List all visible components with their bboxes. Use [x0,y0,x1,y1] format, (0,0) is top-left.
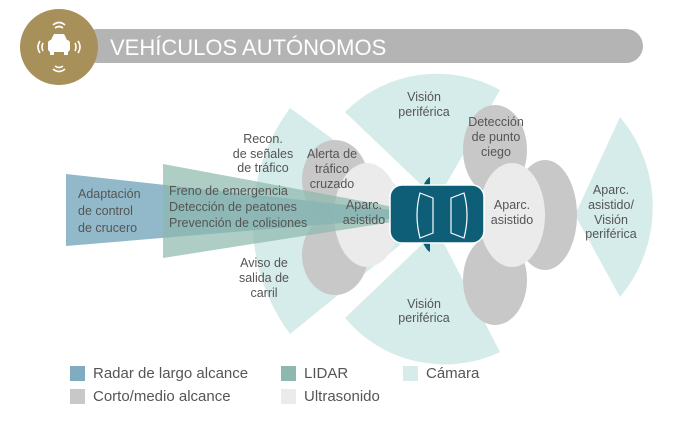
park-rear-label: Aparc.asistido [491,198,533,227]
legend-lidar: LIDAR [281,365,348,382]
park-front-label: Aparc.asistido [343,198,385,227]
autonomous-car-icon [20,9,98,85]
legend-label: Cámara [426,365,480,382]
lidar-beam [163,164,437,258]
legend-label: Ultrasonido [304,388,380,405]
legend-label: Radar de largo alcance [93,365,249,382]
legend-ultrasonic: Ultrasonido [281,388,380,405]
legend-swatch [281,366,296,381]
legend-camera: Cámara [403,365,479,382]
legend-radar: Radar de largo alcance [70,365,248,382]
legend-label: LIDAR [304,365,349,382]
legend-short-range: Corto/medio alcance [70,388,231,405]
page-title: VEHÍCULOS AUTÓNOMOS [110,35,386,60]
car-icon [389,177,485,252]
legend-swatch [403,366,418,381]
legend-swatch [70,389,85,404]
camera-front-top [345,73,500,200]
camera-bottom [345,230,500,365]
title-bar [80,29,643,63]
legend-swatch [70,366,85,381]
camera-right [575,117,653,297]
legend-label: Corto/medio alcance [93,388,231,405]
legend-swatch [281,389,296,404]
